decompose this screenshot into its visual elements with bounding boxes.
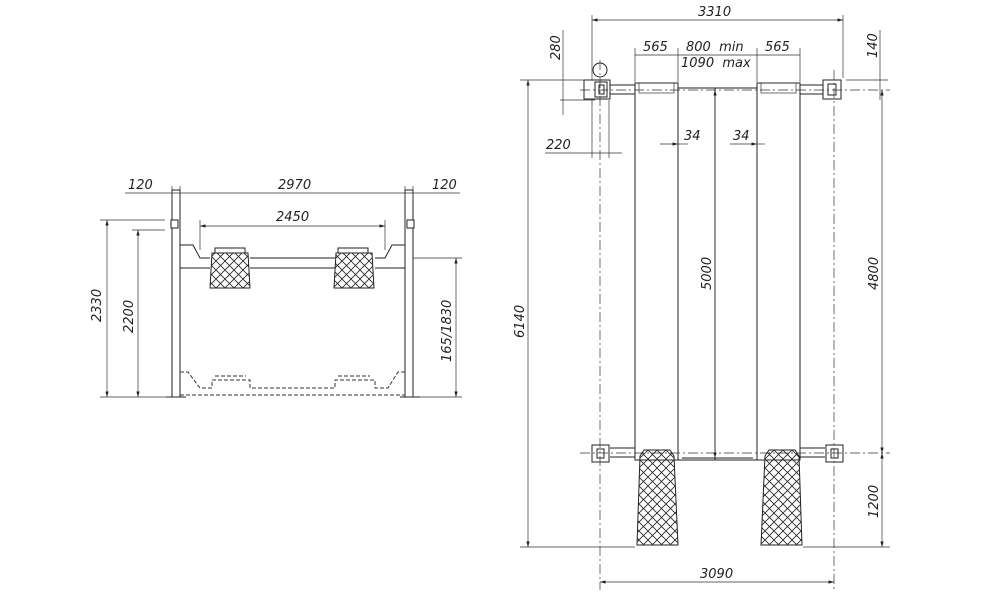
dim-plate-right: 34 <box>733 129 750 144</box>
right-runway <box>756 82 801 461</box>
right-ramp <box>760 449 803 546</box>
post-front-right <box>822 79 842 100</box>
dim-overall-length: 6140 <box>513 305 528 338</box>
left-runway <box>634 82 679 461</box>
dim-runway-right: 565 <box>765 40 790 55</box>
dim-post-left: 120 <box>128 178 153 193</box>
post-rear-right <box>825 444 844 463</box>
dim-post-right: 120 <box>432 178 457 193</box>
post-rear-left <box>591 444 610 463</box>
dim-runway-span: 2450 <box>276 210 309 225</box>
left-ramp <box>636 449 679 546</box>
dim-clear-height: 2200 <box>122 300 137 333</box>
dim-gap-max: 1090 max <box>681 56 751 71</box>
left-wheel-block <box>209 252 251 289</box>
dim-runway-left: 565 <box>643 40 668 55</box>
dim-overall-height: 2330 <box>90 289 105 322</box>
lowered-arms <box>180 371 405 396</box>
dim-overall-width: 2970 <box>278 178 311 193</box>
side-view: 120 2970 120 2450 2330 2200 165/1830 <box>90 178 462 398</box>
dim-lift-height: 165/1830 <box>440 300 455 362</box>
dim-post-offset: 280 <box>549 35 564 60</box>
dim-post-spacing-length: 4800 <box>867 257 882 290</box>
post-front-left <box>583 62 611 100</box>
dim-post-spacing-width: 3090 <box>700 567 733 582</box>
dim-runway-length: 5000 <box>700 257 715 290</box>
dim-post-width: 220 <box>546 138 571 153</box>
dim-ramp-length: 1200 <box>867 485 882 518</box>
dim-outer-width: 3310 <box>698 5 731 20</box>
top-view: 3310 565 800 min 1090 max 565 280 140 22… <box>513 5 890 590</box>
right-wheel-block <box>333 252 375 289</box>
dim-plate-left: 34 <box>684 129 701 144</box>
dim-post-right-offset: 140 <box>866 33 881 58</box>
raised-arms <box>180 244 405 269</box>
dim-gap-min: 800 min <box>686 40 744 55</box>
